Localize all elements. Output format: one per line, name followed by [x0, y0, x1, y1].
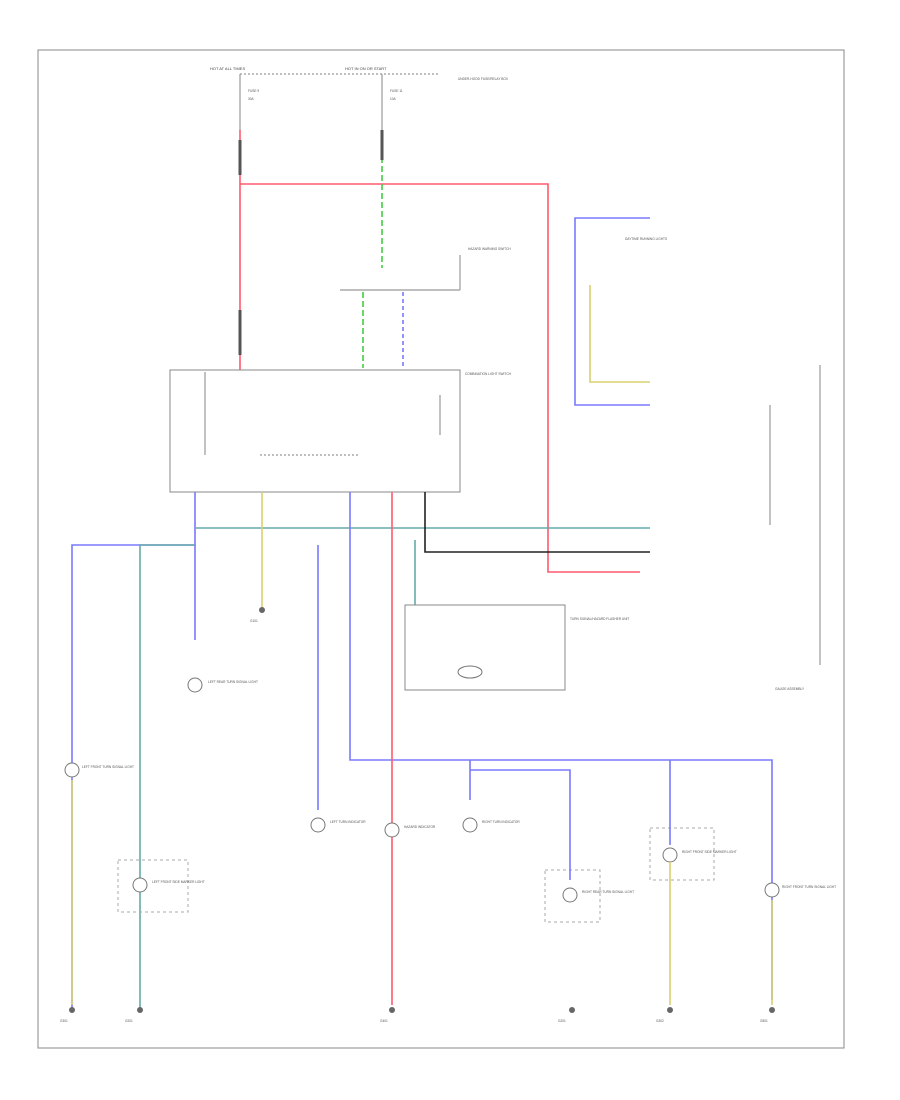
svg-text:G301: G301 [60, 1019, 68, 1023]
right-module-label-1: GAUGE ASSEMBLY [775, 687, 805, 691]
flasher-unit-label: TURN SIGNAL/HAZARD FLASHER UNIT [570, 617, 629, 621]
lamp-right-turn-indicator: RIGHT TURN INDICATOR [462, 817, 520, 833]
svg-text:G201: G201 [125, 1019, 133, 1023]
svg-text:RIGHT TURN INDICATOR: RIGHT TURN INDICATOR [482, 820, 520, 824]
wire-yellow-right-module [589, 285, 650, 383]
wire-cyan-left [139, 544, 195, 1010]
lamp-right-front-side-marker: RIGHT FRONT SIDE MARKER LIGHT [649, 827, 737, 881]
flasher-unit-relay [457, 665, 483, 679]
svg-text:FUSE 11: FUSE 11 [390, 89, 403, 93]
svg-text:10A: 10A [390, 97, 397, 101]
svg-text:LEFT TURN INDICATOR: LEFT TURN INDICATOR [330, 820, 366, 824]
svg-text:HAZARD WARNING SWITCH: HAZARD WARNING SWITCH [468, 247, 511, 251]
wire-blue-right-module [574, 217, 650, 406]
hazard-warning-switch: HAZARD WARNING SWITCH [340, 247, 511, 291]
ground-g201-left: G201 [125, 1007, 143, 1023]
top-label-hot-start: HOT IN ON OR START [345, 66, 387, 71]
diagram-frame [37, 49, 845, 1049]
fuse-11: FUSE 11 10A [381, 74, 403, 130]
ground-g301: G301 [60, 1007, 75, 1023]
wire-black-right [424, 492, 650, 553]
lamp-hazard-indicator: HAZARD INDICATOR [384, 822, 436, 838]
svg-text:HAZARD INDICATOR: HAZARD INDICATOR [404, 825, 436, 829]
wire-blue-left [71, 492, 196, 1010]
svg-text:LEFT FRONT TURN SIGNAL LIGHT: LEFT FRONT TURN SIGNAL LIGHT [82, 765, 134, 769]
svg-text:G401: G401 [380, 1019, 388, 1023]
wire-blue-right-rear [470, 769, 571, 880]
ground-g302: G302 [656, 1007, 673, 1023]
flasher-unit-box [404, 604, 566, 691]
lamp-left-front-side-marker: LEFT FRONT SIDE MARKER LIGHT [117, 859, 205, 913]
ground-g501: G501 [760, 1007, 775, 1023]
svg-text:LEFT REAR TURN SIGNAL LIGHT: LEFT REAR TURN SIGNAL LIGHT [208, 680, 258, 684]
right-module-label-0: DAYTIME RUNNING LIGHTS [625, 237, 667, 241]
svg-text:RIGHT REAR TURN SIGNAL LIGHT: RIGHT REAR TURN SIGNAL LIGHT [582, 890, 634, 894]
combination-switch-box [169, 369, 461, 493]
svg-text:LEFT FRONT SIDE MARKER LIGHT: LEFT FRONT SIDE MARKER LIGHT [152, 880, 205, 884]
ground-g401: G401 [380, 1007, 395, 1023]
svg-text:30A: 30A [248, 97, 255, 101]
combination-switch-label: COMBINATION LIGHT SWITCH [465, 372, 512, 376]
svg-text:G501: G501 [760, 1019, 768, 1023]
ground-g201-right: G201 [558, 1007, 575, 1023]
svg-text:FUSE 9: FUSE 9 [248, 89, 259, 93]
svg-text:RIGHT FRONT TURN SIGNAL LIGHT: RIGHT FRONT TURN SIGNAL LIGHT [782, 885, 836, 889]
svg-text:G201: G201 [558, 1019, 566, 1023]
lamp-left-turn-indicator: LEFT TURN INDICATOR [310, 817, 366, 833]
lamp-right-front-turn: RIGHT FRONT TURN SIGNAL LIGHT [764, 882, 836, 898]
svg-text:G302: G302 [656, 1019, 664, 1023]
top-label-hot-always: HOT AT ALL TIMES [210, 66, 245, 71]
svg-text:RIGHT FRONT SIDE MARKER LIGHT: RIGHT FRONT SIDE MARKER LIGHT [682, 850, 737, 854]
svg-text:G101: G101 [250, 619, 258, 623]
lamp-right-rear-turn: RIGHT REAR TURN SIGNAL LIGHT [544, 869, 634, 923]
wire-red-branch [240, 183, 640, 573]
fuse-box-label: UNDER-HOOD FUSE/RELAY BOX [458, 77, 509, 81]
lamp-left-front-turn: LEFT FRONT TURN SIGNAL LIGHT [64, 762, 134, 778]
ground-g101: G101 [250, 607, 265, 623]
fuse-9: FUSE 9 30A [239, 74, 259, 130]
lamp-left-rear-turn: LEFT REAR TURN SIGNAL LIGHT [187, 677, 258, 693]
wire-blue-center [349, 492, 773, 1000]
